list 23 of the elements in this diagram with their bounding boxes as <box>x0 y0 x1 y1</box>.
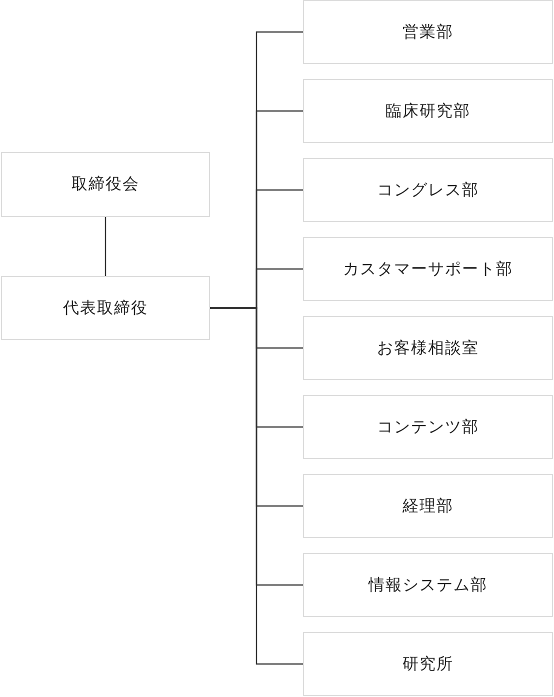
unit-name: 代表取締役 <box>63 298 148 318</box>
department-box <box>303 237 553 301</box>
unit-name: 経理部 <box>402 496 454 516</box>
department-box <box>303 632 553 696</box>
department-box <box>303 79 553 143</box>
department-box <box>303 553 553 617</box>
unit-name: お客様相談室 <box>377 338 479 358</box>
executive-box <box>1 152 210 217</box>
department-box <box>303 474 553 538</box>
unit-name: 営業部 <box>402 22 454 42</box>
connector-line <box>104 217 106 276</box>
unit-name: 情報システム部 <box>368 574 488 596</box>
department-box <box>303 395 553 459</box>
unit-name: コンテンツ部 <box>377 416 479 438</box>
unit-name: 取締役会 <box>72 174 140 195</box>
unit-name: 臨床研究部 <box>386 100 470 122</box>
unit-name: 研究所 <box>402 654 454 674</box>
executive-box <box>1 276 210 340</box>
department-box <box>303 316 553 380</box>
unit-name: コングレス部 <box>377 180 479 200</box>
unit-name: カスタマーサポート部 <box>343 258 513 280</box>
department-box <box>303 158 553 222</box>
department-box <box>303 0 553 64</box>
